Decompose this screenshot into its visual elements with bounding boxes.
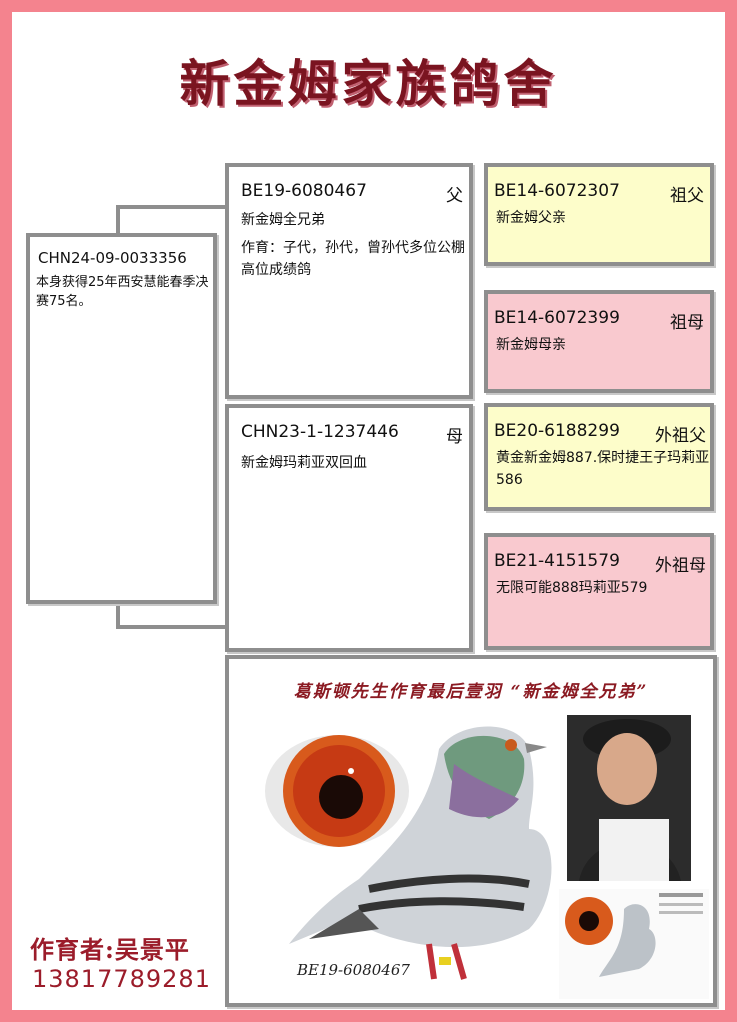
photo-panel: 葛斯顿先生作育最后壹羽 “新金姆全兄弟” xyxy=(225,655,717,1007)
maternal-granddam-name: 无限可能888玛莉亚579 xyxy=(496,580,648,596)
paternal-grandsire-relation: 祖父 xyxy=(670,186,704,206)
maternal-granddam-card: BE21-4151579 外祖母 无限可能888玛莉亚579 xyxy=(484,533,714,650)
dam-ring-number: CHN23-1-1237446 xyxy=(241,422,399,442)
pigeon-photo xyxy=(265,715,709,999)
paternal-grandsire-ring: BE14-6072307 xyxy=(494,181,620,201)
photo-ring-label: BE19-6080467 xyxy=(297,961,410,979)
connector-self-sire-h xyxy=(116,205,228,209)
dam-card: CHN23-1-1237446 母 新金姆玛莉亚双回血 xyxy=(225,404,473,652)
connector-self-sire-v xyxy=(116,205,120,235)
paternal-grandsire-name: 新金姆父亲 xyxy=(496,210,566,226)
connector-self-dam-h xyxy=(116,625,228,629)
maternal-grandsire-card: BE20-6188299 外祖父 黄金新金姆887.保时捷王子玛莉亚586 xyxy=(484,403,714,511)
dam-relation: 母 xyxy=(446,427,463,447)
dam-name: 新金姆玛莉亚双回血 xyxy=(241,455,367,471)
sire-relation: 父 xyxy=(446,186,463,206)
pigeon-self-card: CHN24-09-0033356 本身获得25年西安慧能春季决赛75名。 xyxy=(26,233,217,604)
paternal-granddam-name: 新金姆母亲 xyxy=(496,337,566,353)
pigeon-body-image xyxy=(289,726,552,980)
maternal-grandsire-name: 黄金新金姆887.保时捷王子玛莉亚586 xyxy=(496,450,710,488)
maternal-grandsire-relation: 外祖父 xyxy=(655,426,706,446)
photo-caption: 葛斯顿先生作育最后壹羽 “新金姆全兄弟” xyxy=(293,682,649,702)
sire-card: BE19-6080467 父 新金姆全兄弟 作育：子代，孙代，曾孙代多位公棚高位… xyxy=(225,163,473,399)
breeder-label: 作育者:吴景平 xyxy=(30,935,190,964)
maternal-granddam-ring: BE21-4151579 xyxy=(494,551,620,571)
pedigree-inset-image xyxy=(559,889,709,999)
paternal-granddam-ring: BE14-6072399 xyxy=(494,308,620,328)
paternal-granddam-card: BE14-6072399 祖母 新金姆母亲 xyxy=(484,290,714,393)
breeder-portrait-image xyxy=(567,715,691,881)
maternal-grandsire-ring: BE20-6188299 xyxy=(494,421,620,441)
sire-note: 作育：子代，孙代，曾孙代多位公棚高位成绩鸽 xyxy=(241,240,465,278)
connector-self-dam-v xyxy=(116,602,120,629)
maternal-granddam-relation: 外祖母 xyxy=(655,556,706,576)
paternal-granddam-relation: 祖母 xyxy=(670,313,704,333)
breeder-phone[interactable]: 13817789281 xyxy=(32,965,211,993)
self-ring-number: CHN24-09-0033356 xyxy=(38,249,187,267)
pigeon-eye-image xyxy=(265,735,409,847)
sire-name: 新金姆全兄弟 xyxy=(241,212,325,228)
paternal-grandsire-card: BE14-6072307 祖父 新金姆父亲 xyxy=(484,163,714,266)
page-title: 新金姆家族鸽舍 xyxy=(179,54,558,113)
self-achievement: 本身获得25年西安慧能春季决赛75名。 xyxy=(36,275,209,309)
sire-ring-number: BE19-6080467 xyxy=(241,181,367,201)
